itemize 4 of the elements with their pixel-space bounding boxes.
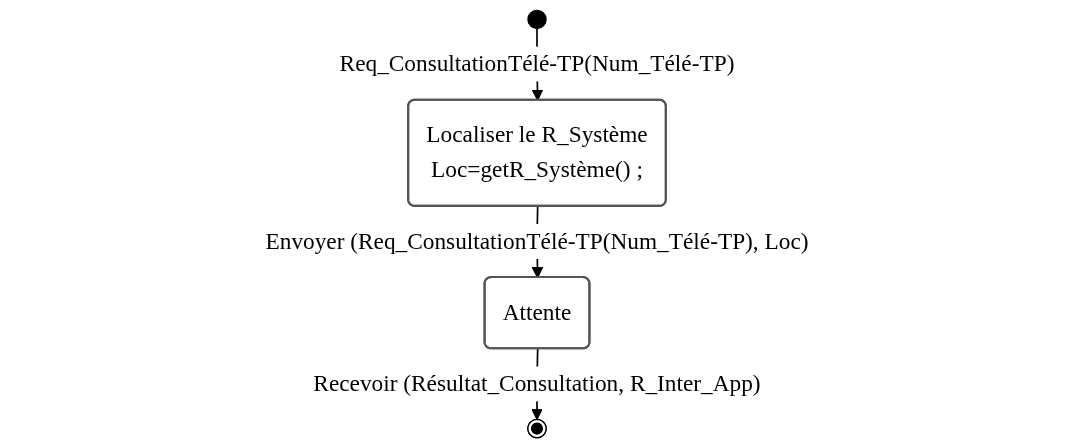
edge-label: Envoyer (Req_ConsultationTélé-TP(Num_Télé-TP), Loc) xyxy=(265,227,809,254)
edge-label: Recevoir (Résultat_Consultation, R_Inter_App) xyxy=(313,370,761,397)
node-circle xyxy=(527,9,547,30)
edge-label: Req_ConsultationTélé-TP(Num_Télé-TP) xyxy=(339,50,735,77)
